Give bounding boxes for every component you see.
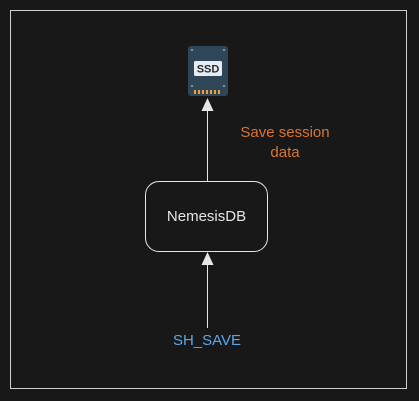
ssd-label-plate [194, 61, 222, 76]
nemesisdb-node[interactable]: NemesisDB [145, 181, 268, 252]
arrowhead-to-ssd [201, 98, 214, 111]
ssd-badge-text: SSD [197, 64, 220, 76]
sh-save-label: SH_SAVE [172, 332, 242, 349]
diagram-frame [10, 10, 407, 389]
save-session-note-text: Save session data [240, 124, 330, 161]
save-session-note: Save session data [228, 123, 342, 163]
ssd-icon: SSD [188, 46, 228, 96]
ssd-pins [194, 90, 220, 94]
arrowhead-to-db [201, 252, 214, 265]
nemesisdb-label: NemesisDB [166, 208, 247, 225]
